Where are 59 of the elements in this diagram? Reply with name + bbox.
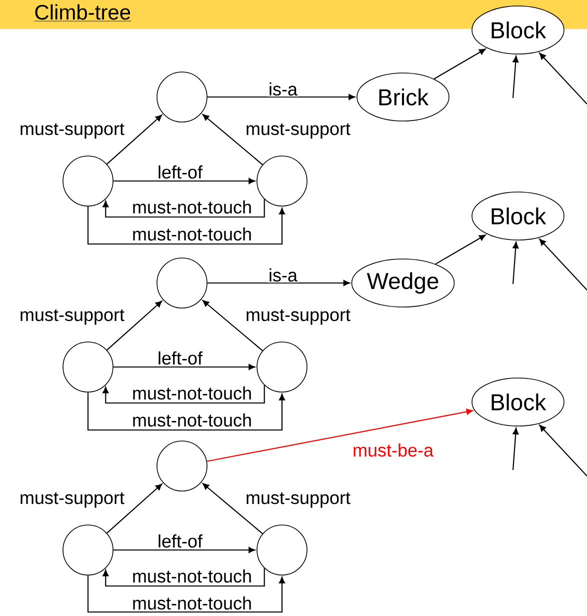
arrow — [87, 575, 286, 613]
ellipse-node: Block — [472, 378, 564, 426]
arrow — [202, 114, 263, 166]
ellipse-node: Block — [472, 192, 564, 240]
arrow — [102, 568, 265, 587]
ellipse-node: Wedge — [351, 258, 455, 308]
arrow — [207, 94, 356, 100]
circle-node — [256, 524, 308, 576]
arrow — [106, 114, 162, 164]
arrow — [113, 364, 256, 370]
arrow — [102, 385, 265, 404]
arrow — [539, 424, 587, 476]
edge-label: must-not-touch — [130, 385, 254, 401]
arrow — [434, 48, 486, 80]
arrow — [206, 408, 473, 462]
circle-node — [156, 440, 208, 492]
edge-label: must-support — [244, 308, 352, 326]
arrow — [106, 300, 162, 350]
circle-node — [62, 342, 114, 392]
edge-label: must-not-touch — [130, 412, 254, 428]
arrow — [435, 234, 486, 265]
arrow — [87, 392, 286, 431]
edge-label: must-not-touch — [130, 595, 254, 611]
circle-node — [156, 258, 208, 308]
arrow — [539, 238, 587, 290]
arrow — [207, 280, 350, 286]
edge-label: is-a — [268, 81, 298, 97]
arrow — [113, 178, 256, 184]
arrow — [113, 547, 256, 554]
circle-node — [256, 342, 308, 392]
arrow — [512, 242, 519, 284]
ellipse-node: Brick — [356, 72, 450, 122]
edge-label: must-support — [18, 491, 126, 509]
edge-label: left-of — [156, 350, 204, 366]
circle-node — [62, 524, 114, 576]
circle-node — [256, 156, 308, 206]
edge-label: left-of — [156, 164, 204, 180]
arrow — [202, 483, 263, 534]
circle-node — [62, 156, 114, 206]
title: Climb-tree — [34, 4, 132, 22]
edge-label: must-support — [18, 308, 126, 326]
arrow — [87, 206, 286, 245]
edge-label: is-a — [268, 267, 298, 283]
edge-label: left-of — [156, 533, 204, 549]
edge-label: must-not-touch — [130, 226, 254, 242]
edge-label: must-be-a — [352, 442, 435, 458]
edge-label: must-not-touch — [130, 199, 254, 215]
arrow — [512, 56, 519, 98]
edge-label: must-support — [244, 491, 352, 509]
arrow — [202, 300, 263, 352]
ellipse-node: Block — [472, 6, 564, 54]
arrow — [512, 428, 519, 470]
edge-label: must-not-touch — [130, 568, 254, 584]
arrow — [102, 199, 265, 218]
edge-label: must-support — [244, 122, 352, 140]
circle-node — [156, 72, 208, 122]
arrow — [539, 52, 587, 104]
arrow — [106, 484, 162, 534]
edge-label: must-support — [18, 122, 126, 140]
